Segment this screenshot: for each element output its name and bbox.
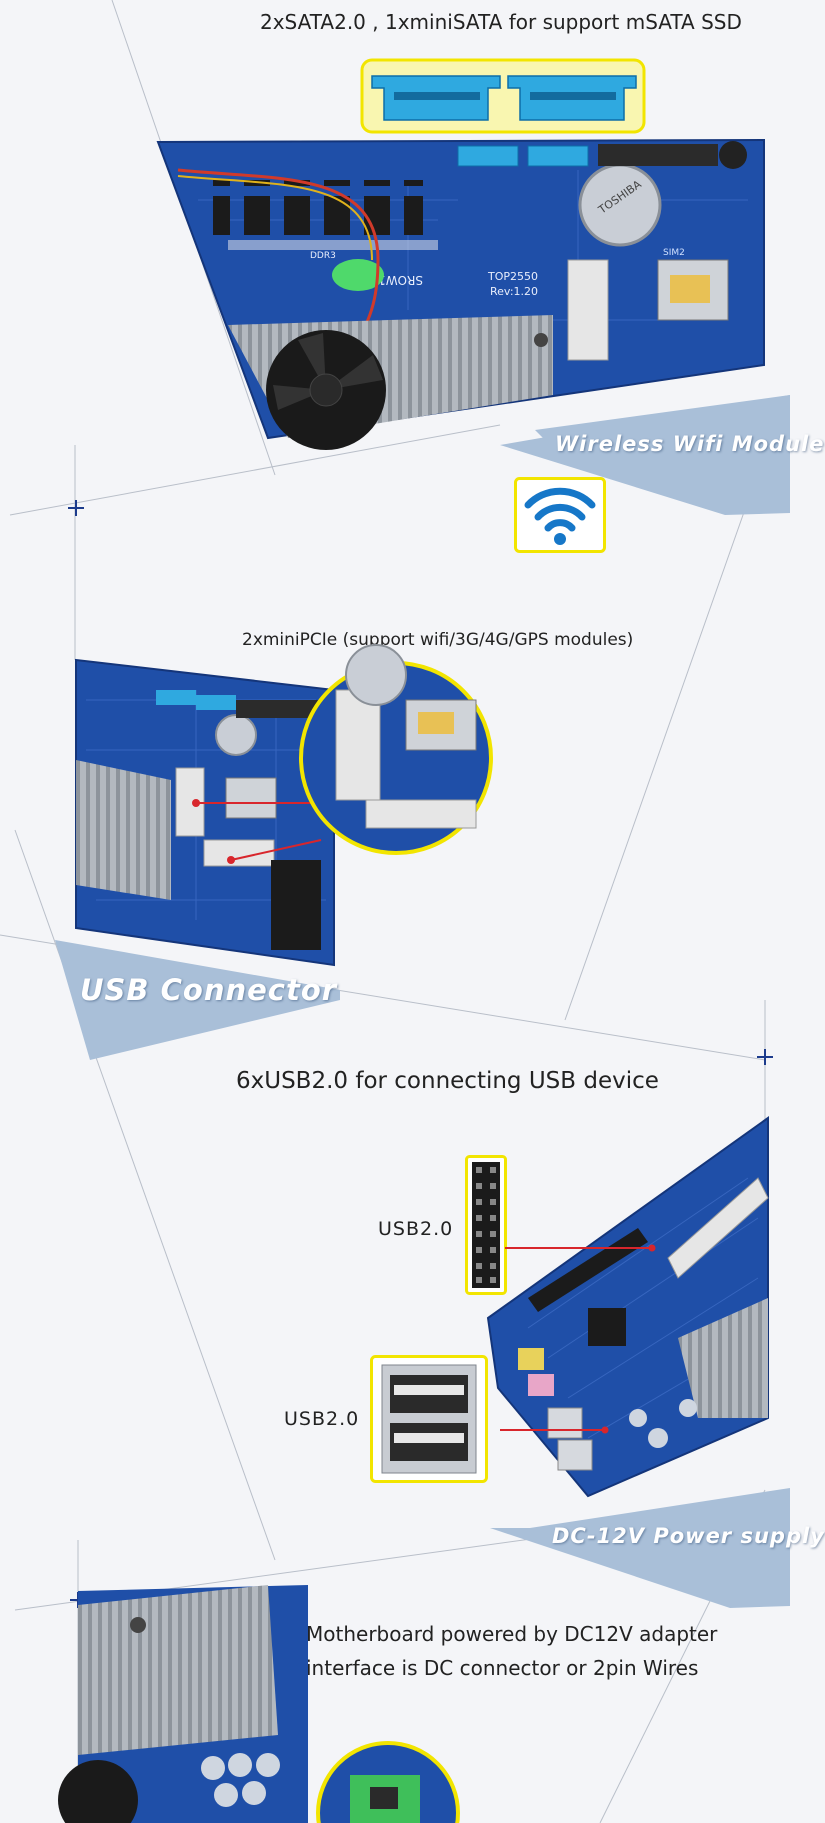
banner-power: DC-12V Power supply	[552, 1524, 825, 1548]
banner-usb-shape	[55, 940, 340, 1060]
power-caption-line2: interface is DC connector or 2pin Wires	[306, 1656, 699, 1680]
sata-connectors-callout	[360, 58, 646, 134]
wifi-caption: 2xminiPCIe (support wifi/3G/4G/GPS modul…	[242, 630, 634, 650]
banner-wifi-shape	[500, 395, 790, 515]
motherboard-photo-sata: TOSHIBA SIM2 TOP2550 Rev:1.20 SROW1 DDR3	[156, 138, 765, 450]
board-model-label: TOP2550	[487, 270, 538, 283]
banner-wifi: Wireless Wifi Module	[555, 432, 825, 456]
sata-caption: 2xSATA2.0 , 1xminiSATA for support mSATA…	[260, 10, 742, 34]
power-caption-line1: Motherboard powered by DC12V adapter	[306, 1622, 718, 1646]
motherboard-photo-minipcie	[75, 644, 493, 967]
motherboard-photo-usb	[486, 1116, 769, 1498]
ddr3-label: DDR3	[310, 251, 336, 261]
sro-label: SROW1	[378, 273, 423, 287]
motherboard-photo-power	[58, 1585, 460, 1823]
banner-power-shape	[490, 1488, 790, 1608]
usb-pointer-lines	[500, 1244, 656, 1434]
sim-label: SIM2	[663, 248, 685, 258]
usb-caption: 6xUSB2.0 for connecting USB device	[236, 1068, 659, 1094]
usb-port-callout	[370, 1355, 488, 1483]
wifi-icon	[514, 477, 606, 553]
usb-header-callout	[465, 1155, 507, 1295]
board-rev-label: Rev:1.20	[490, 285, 538, 298]
banner-usb: USB Connector	[80, 973, 338, 1007]
usb-port-label: USB2.0	[284, 1408, 360, 1430]
usb-header-label: USB2.0	[378, 1218, 454, 1240]
